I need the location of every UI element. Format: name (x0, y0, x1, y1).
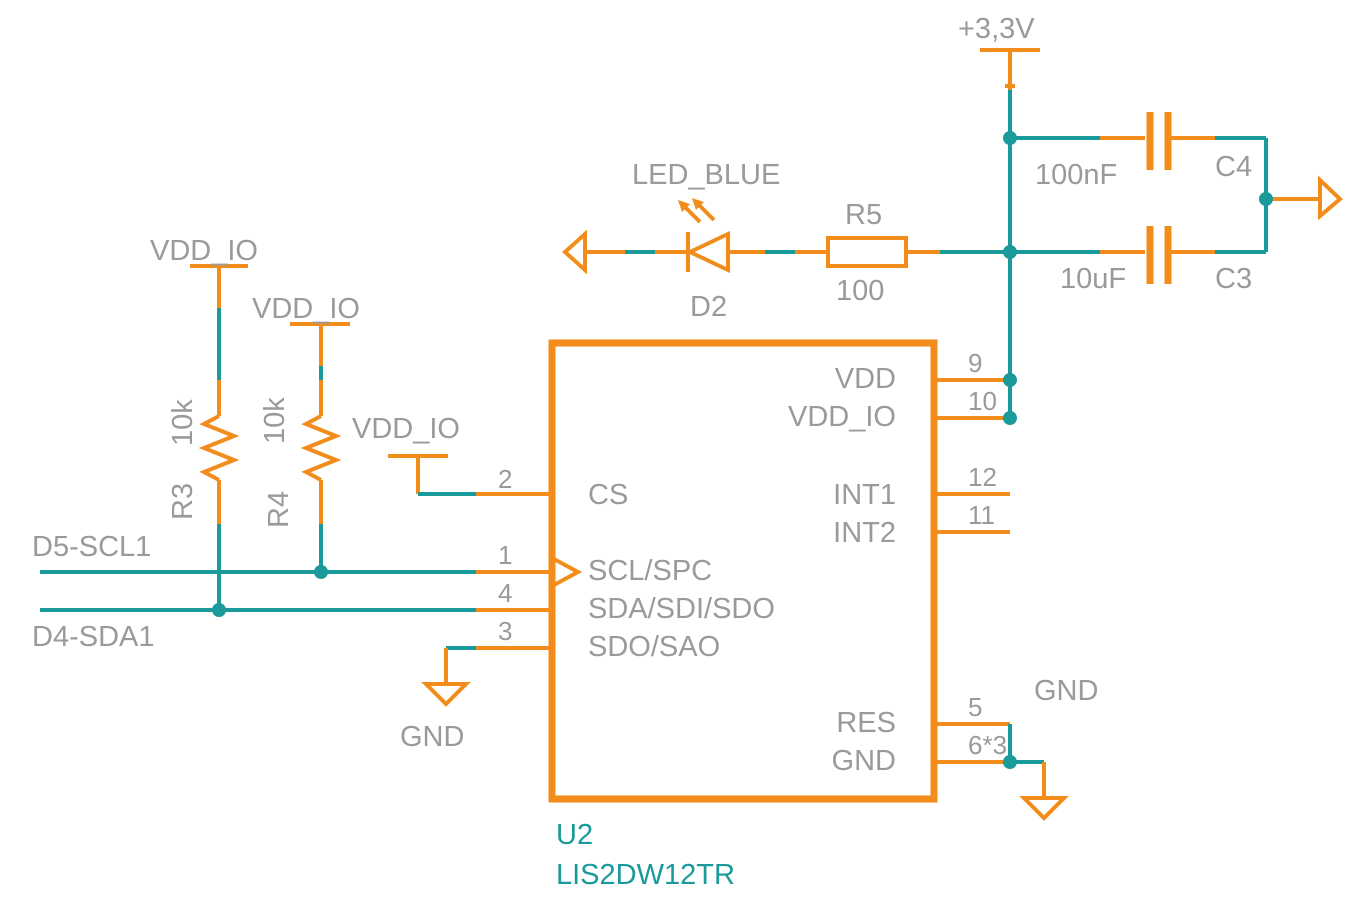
clock-pin-marker (551, 556, 583, 588)
cs-pullup (388, 454, 476, 496)
capacitor-c3 (1010, 226, 1266, 284)
pin-number-cs: 2 (498, 464, 512, 494)
r3-value: 10k (167, 399, 199, 446)
i2c-bus (40, 570, 476, 612)
resistor-r4 (290, 322, 350, 572)
pin-number-int1: 12 (968, 462, 997, 492)
led-value: LED_BLUE (632, 159, 780, 191)
vcc-3v3-label: +3,3V (958, 13, 1035, 45)
pin-number-int2: 11 (968, 500, 995, 530)
c4-name: C4 (1215, 151, 1252, 183)
r3-name: R3 (167, 483, 199, 520)
net-scl-label: D5-SCL1 (32, 531, 151, 563)
led-branch (562, 198, 1010, 275)
pin-number-gnd: 6*3 (968, 730, 1007, 760)
pin-name-int2: INT2 (833, 517, 896, 549)
ic-ref: U2 (556, 819, 593, 851)
ic-left-pins (476, 492, 552, 650)
pin-name-sdo: SDO/SAO (588, 631, 720, 663)
junction-dot (1003, 373, 1017, 387)
power-rail-3v3 (980, 48, 1040, 418)
pin-name-sda: SDA/SDI/SDO (588, 593, 775, 625)
r5-name: R5 (845, 199, 882, 231)
r4-name: R4 (263, 491, 295, 528)
pin-number-sda: 4 (498, 578, 512, 608)
r4-value: 10k (259, 397, 291, 444)
gnd-left-label: GND (400, 721, 464, 753)
pin-number-res: 5 (968, 692, 982, 722)
junction-dot (212, 603, 226, 617)
ground-symbol-caps (1266, 175, 1343, 221)
junction-dot (1003, 131, 1017, 145)
sdo-ground (421, 646, 476, 707)
c4-value: 100nF (1035, 159, 1117, 191)
pin-name-res: RES (836, 707, 896, 739)
ic-part: LIS2DW12TR (556, 859, 735, 891)
vddio-cs-label: VDD_IO (352, 413, 460, 445)
pin-number-sdo: 3 (498, 616, 512, 646)
pin-name-cs: CS (588, 479, 628, 511)
pin-name-int1: INT1 (833, 479, 896, 511)
resistor-r3 (190, 264, 248, 610)
net-sda-label: D4-SDA1 (32, 621, 155, 653)
pin-number-scl: 1 (498, 540, 512, 570)
junction-dot (1259, 192, 1273, 206)
junction-dot (314, 565, 328, 579)
c3-name: C3 (1215, 263, 1252, 295)
gnd-right-label: GND (1034, 675, 1098, 707)
c3-value: 10uF (1060, 263, 1126, 295)
r5-value: 100 (836, 275, 884, 307)
pin-name-scl: SCL/SPC (588, 555, 712, 587)
pin-name-vddio: VDD_IO (788, 401, 896, 433)
junction-dot (1003, 755, 1017, 769)
pin-name-vdd: VDD (835, 363, 896, 395)
vddio-r3-label: VDD_IO (150, 235, 258, 267)
pin-name-gnd: GND (832, 745, 896, 777)
pin-number-vdd: 9 (968, 348, 982, 378)
pin-number-vddio: 10 (968, 386, 997, 416)
junction-dot (1003, 411, 1017, 425)
led-name: D2 (690, 291, 727, 323)
capacitor-c4 (1010, 112, 1268, 252)
vddio-r4-label: VDD_IO (252, 293, 360, 325)
